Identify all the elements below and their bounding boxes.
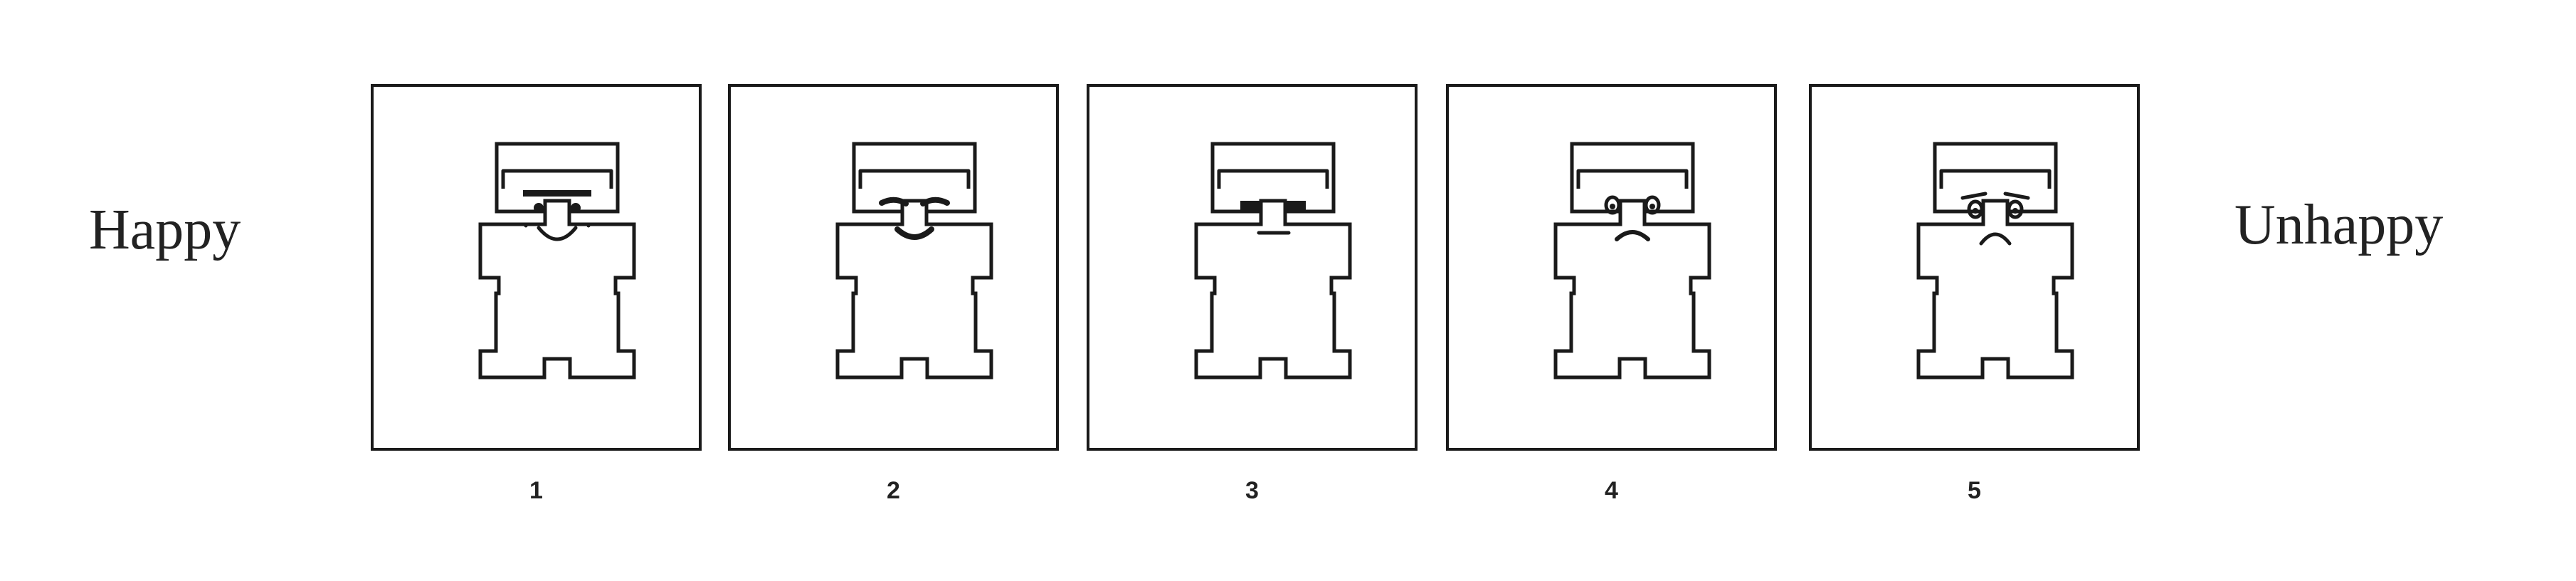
left-eye — [1604, 195, 1621, 215]
very-sad-face — [1939, 169, 2052, 246]
frown-mouth — [1615, 230, 1650, 241]
manikin-figure — [1553, 142, 1711, 380]
left-pupil — [1610, 204, 1615, 209]
manikin-figure — [478, 142, 636, 380]
manikin-figure — [1194, 142, 1352, 380]
cheek-dot — [586, 224, 591, 228]
right-eye — [1644, 195, 1661, 215]
left-brow — [1960, 192, 1988, 200]
mood-number-2: 2 — [887, 477, 900, 504]
left-eye — [1240, 201, 1260, 211]
cheek-dot — [524, 224, 528, 228]
mood-number-3: 3 — [1245, 477, 1259, 504]
mood-number-4: 4 — [1605, 477, 1618, 504]
right-pupil — [2012, 208, 2018, 214]
smile-mouth — [537, 226, 578, 241]
brow-mark — [523, 190, 591, 197]
hair-outline — [1576, 169, 1689, 189]
mood-number-5: 5 — [1968, 477, 1981, 504]
body-outline — [1553, 199, 1711, 380]
hair-outline — [858, 169, 971, 189]
mood-number-1: 1 — [529, 477, 543, 504]
right-pupil — [1649, 204, 1655, 209]
right-eye — [920, 197, 950, 206]
manikin-figure — [835, 142, 993, 380]
body-outline — [1194, 199, 1352, 380]
left-eye — [879, 197, 909, 206]
happy-label: Happy — [89, 199, 241, 261]
body-outline — [478, 199, 636, 380]
manikin-figure — [1916, 142, 2074, 380]
hair-outline — [501, 169, 613, 189]
happy-face — [858, 169, 971, 240]
smile-mouth — [894, 226, 934, 240]
left-eye — [534, 203, 544, 213]
mood-panel-1[interactable] — [371, 84, 702, 451]
mood-panel-3[interactable] — [1087, 84, 1418, 451]
very-happy-face — [501, 169, 613, 241]
sad-face — [1576, 169, 1689, 241]
right-eye — [2007, 199, 2024, 219]
right-eye — [1286, 201, 1306, 211]
neutral-face — [1217, 169, 1329, 235]
right-eye — [571, 203, 581, 213]
body-outline — [1916, 199, 2074, 380]
hair-outline — [1939, 169, 2052, 189]
right-brow — [2003, 192, 2030, 200]
mood-panel-4[interactable] — [1446, 84, 1777, 451]
hair-outline — [1217, 169, 1329, 189]
body-outline — [835, 199, 993, 380]
left-pupil — [1973, 208, 1978, 214]
frown-mouth — [1979, 232, 2012, 246]
unhappy-label: Unhappy — [2234, 194, 2444, 256]
mood-panel-2[interactable] — [728, 84, 1059, 451]
mood-panel-5[interactable] — [1809, 84, 2140, 451]
left-eye — [1967, 199, 1984, 219]
